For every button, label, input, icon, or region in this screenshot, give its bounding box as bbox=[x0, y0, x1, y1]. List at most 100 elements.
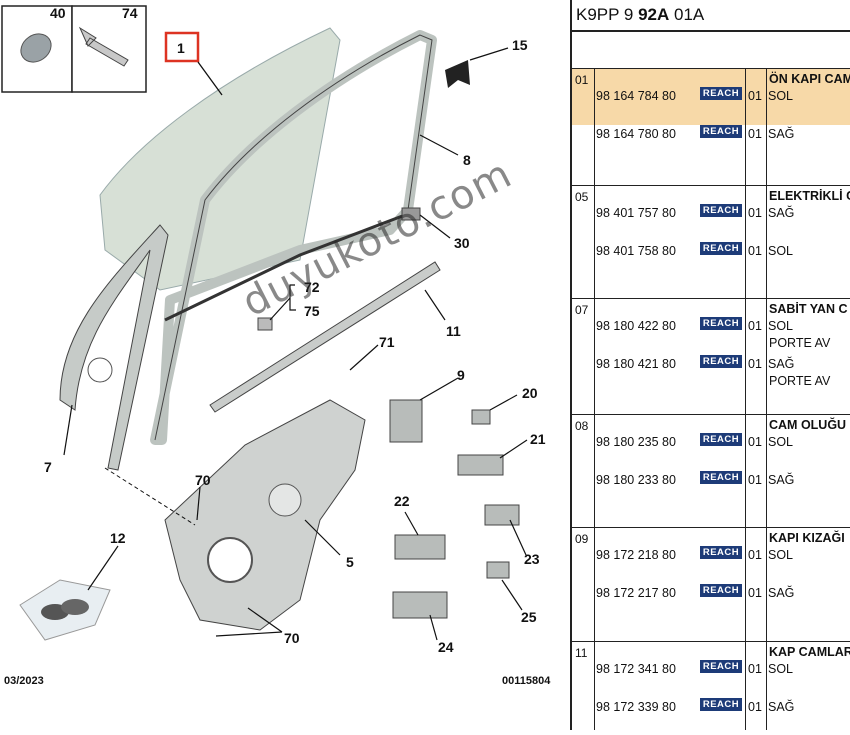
callout-24[interactable]: 24 bbox=[438, 639, 454, 655]
part-row[interactable]: 98 401 757 80 REACH 01 SAĞ bbox=[572, 186, 850, 224]
part-number[interactable]: 98 180 421 80 bbox=[596, 357, 676, 371]
reach-badge: REACH bbox=[700, 355, 742, 368]
group-description: SABİT YAN C bbox=[769, 302, 848, 316]
part-number[interactable]: 98 172 339 80 bbox=[596, 700, 676, 714]
part-row[interactable]: 98 172 341 80 REACH 01 SOL bbox=[572, 642, 850, 680]
part-number[interactable]: 98 172 218 80 bbox=[596, 548, 676, 562]
part-row[interactable]: 98 164 784 80 REACH 01 SOL bbox=[572, 69, 850, 107]
callout-7[interactable]: 7 bbox=[44, 459, 52, 475]
callout-25[interactable]: 25 bbox=[521, 609, 537, 625]
part-number[interactable]: 98 164 780 80 bbox=[596, 127, 676, 141]
inner-rubber-strip bbox=[209, 261, 441, 413]
reach-badge: REACH bbox=[700, 125, 742, 138]
reach-badge: REACH bbox=[700, 471, 742, 484]
reach-badge: REACH bbox=[700, 660, 742, 673]
reach-badge: REACH bbox=[700, 317, 742, 330]
part-quantity: 01 bbox=[748, 662, 762, 676]
callout-23[interactable]: 23 bbox=[524, 551, 540, 567]
group-description: CAM OLUĞU bbox=[769, 418, 847, 432]
reach-badge: REACH bbox=[700, 546, 742, 559]
part-quantity: 01 bbox=[748, 700, 762, 714]
part-quantity: 01 bbox=[748, 548, 762, 562]
part-quantity: 01 bbox=[748, 89, 762, 103]
part-number[interactable]: 98 180 235 80 bbox=[596, 435, 676, 449]
callout-5[interactable]: 5 bbox=[346, 554, 354, 570]
part-row[interactable]: 98 180 422 80 REACH 01 SOL PORTE AV bbox=[572, 299, 850, 350]
part-quantity: 01 bbox=[748, 357, 762, 371]
callout-20[interactable]: 20 bbox=[522, 385, 538, 401]
part-quantity: 01 bbox=[748, 127, 762, 141]
inset-label-40: 40 bbox=[50, 5, 66, 21]
part-row[interactable]: 98 180 235 80 REACH 01 SOL bbox=[572, 415, 850, 453]
part-side: SAĞ bbox=[768, 357, 795, 371]
rear-channel bbox=[59, 224, 169, 471]
callout-75[interactable]: 75 bbox=[304, 303, 320, 319]
part-side: SAĞ bbox=[768, 206, 795, 220]
callout-12[interactable]: 12 bbox=[110, 530, 126, 546]
reach-badge: REACH bbox=[700, 433, 742, 446]
callout-30[interactable]: 30 bbox=[454, 235, 470, 251]
part-side: SOL bbox=[768, 319, 794, 333]
group-code: 11 bbox=[575, 646, 588, 660]
reach-badge: REACH bbox=[700, 584, 742, 597]
callout-70-bottom[interactable]: 70 bbox=[284, 630, 300, 646]
callout-9[interactable]: 9 bbox=[457, 367, 465, 383]
part-number[interactable]: 98 172 217 80 bbox=[596, 586, 676, 600]
header-code-prefix: K9PP 9 bbox=[576, 5, 639, 24]
group-description: KAPI KIZAĞI bbox=[769, 531, 845, 545]
part-row[interactable]: 98 180 421 80 REACH 01 SAĞ PORTE AV bbox=[572, 337, 850, 388]
group-description: KAP CAMLAR bbox=[769, 645, 850, 659]
part-side: SOL bbox=[768, 548, 794, 562]
part-quantity: 01 bbox=[748, 319, 762, 333]
callout-15[interactable]: 15 bbox=[512, 37, 528, 53]
reach-badge: REACH bbox=[700, 242, 742, 255]
callout-11[interactable]: 11 bbox=[446, 323, 461, 339]
part-note: PORTE AV bbox=[769, 336, 831, 350]
callout-71[interactable]: 71 bbox=[379, 334, 395, 350]
part-number[interactable]: 98 180 233 80 bbox=[596, 473, 676, 487]
diagram-ref-number: 00115804 bbox=[502, 675, 551, 687]
group-description: ÖN KAPI CAM bbox=[769, 72, 850, 86]
part-quantity: 01 bbox=[748, 435, 762, 449]
header-code-bold: 92A bbox=[638, 5, 670, 24]
part-number[interactable]: 98 164 784 80 bbox=[596, 89, 676, 103]
part-number[interactable]: 98 401 758 80 bbox=[596, 244, 676, 258]
callout-8[interactable]: 8 bbox=[463, 152, 471, 168]
part-side: SOL bbox=[768, 435, 794, 449]
group-code: 05 bbox=[575, 190, 589, 204]
part-side: SOL bbox=[768, 89, 794, 103]
reach-badge: REACH bbox=[700, 204, 742, 217]
part-row[interactable]: 98 164 780 80 REACH 01 SAĞ bbox=[572, 107, 850, 145]
inset-boxes: 40 74 bbox=[1, 5, 147, 93]
part-number[interactable]: 98 172 341 80 bbox=[596, 662, 676, 676]
part-quantity: 01 bbox=[748, 206, 762, 220]
callout-72[interactable]: 72 bbox=[304, 279, 320, 295]
diagram-svg: 40 74 1 bbox=[1, 5, 551, 687]
callout-21[interactable]: 21 bbox=[530, 431, 546, 447]
part-side: SAĞ bbox=[768, 586, 795, 600]
reach-badge: REACH bbox=[700, 87, 742, 100]
part-number[interactable]: 98 180 422 80 bbox=[596, 319, 676, 333]
parts-list-spacer bbox=[572, 32, 850, 69]
callout-22[interactable]: 22 bbox=[394, 493, 410, 509]
part-side: SOL bbox=[768, 662, 794, 676]
callout-1-highlighted[interactable]: 1 bbox=[177, 40, 185, 56]
callout-70-top[interactable]: 70 bbox=[195, 472, 211, 488]
part-row[interactable]: 98 172 218 80 REACH 01 SOL bbox=[572, 528, 850, 566]
part-side: SAĞ bbox=[768, 700, 795, 714]
window-regulator bbox=[164, 399, 366, 631]
part-side: SAĞ bbox=[768, 127, 795, 141]
part-number[interactable]: 98 401 757 80 bbox=[596, 206, 676, 220]
group-description: ELEKTRİKLİ C bbox=[769, 189, 850, 203]
